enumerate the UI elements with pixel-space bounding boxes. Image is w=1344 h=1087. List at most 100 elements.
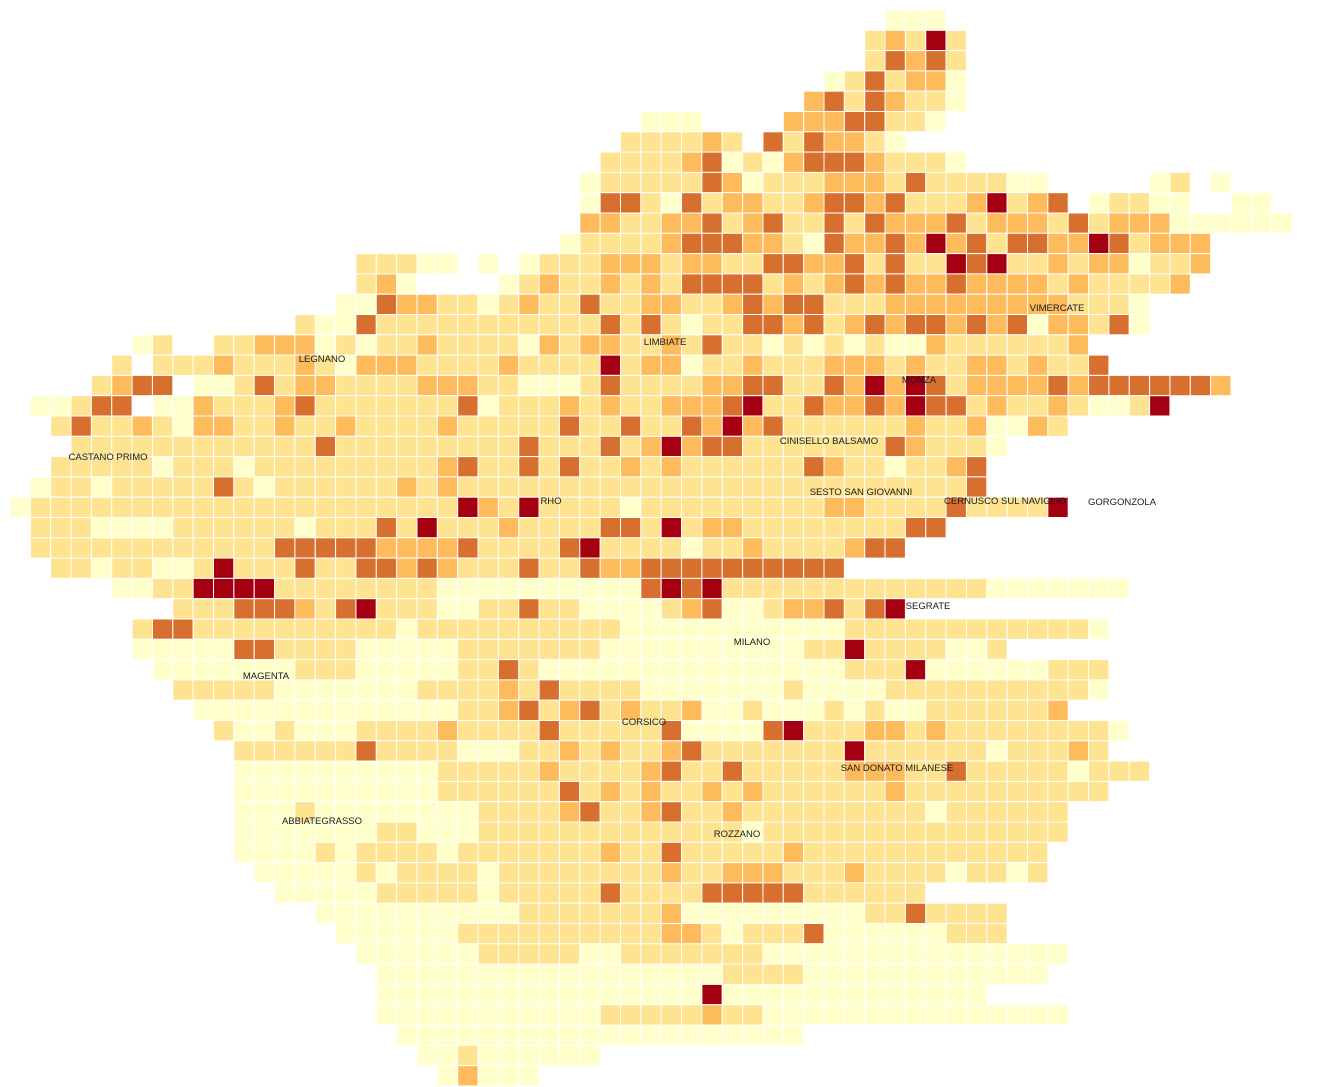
- grid-cell: [192, 537, 214, 559]
- grid-cell: [864, 374, 886, 397]
- grid-cell: [904, 192, 927, 214]
- grid-cell: [620, 577, 642, 600]
- grid-cell: [558, 232, 581, 255]
- grid-cell: [538, 456, 560, 478]
- grid-cell: [843, 679, 866, 701]
- grid-cell: [640, 943, 662, 965]
- grid-cell: [721, 1024, 744, 1046]
- grid-cell: [253, 760, 276, 782]
- grid-cell: [375, 902, 398, 925]
- grid-cell: [111, 395, 133, 417]
- grid-cell: [274, 760, 296, 782]
- grid-cell: [274, 354, 296, 376]
- grid-cell: [904, 1004, 927, 1026]
- grid-cell: [599, 374, 622, 397]
- grid-cell: [294, 577, 316, 600]
- grid-cell: [50, 395, 72, 417]
- grid-cell: [823, 517, 845, 539]
- grid-cell: [701, 1004, 723, 1026]
- grid-cell: [457, 943, 479, 965]
- grid-cell: [762, 963, 784, 985]
- grid-cell: [1088, 618, 1110, 640]
- grid-cell: [701, 253, 723, 275]
- grid-cell: [396, 273, 418, 295]
- grid-cell: [396, 598, 418, 620]
- grid-cell: [172, 395, 194, 417]
- grid-cell: [823, 70, 845, 92]
- grid-cell: [762, 801, 784, 823]
- grid-cell: [396, 253, 418, 275]
- grid-cell: [1047, 720, 1069, 742]
- grid-cell: [477, 557, 499, 579]
- grid-cell: [986, 232, 1008, 255]
- grid-cell: [477, 882, 499, 904]
- grid-cell: [436, 1065, 459, 1087]
- grid-cell: [477, 740, 499, 762]
- grid-cell: [640, 192, 662, 214]
- grid-cell: [762, 679, 784, 701]
- grid-cell: [803, 151, 825, 173]
- grid-cell: [843, 171, 866, 194]
- grid-cell: [233, 496, 255, 519]
- grid-cell: [701, 638, 723, 661]
- grid-cell: [843, 902, 866, 925]
- grid-cell: [721, 476, 744, 498]
- grid-cell: [599, 679, 622, 701]
- grid-cell: [477, 720, 499, 742]
- grid-cell: [518, 1065, 540, 1087]
- grid-cell: [986, 720, 1008, 742]
- grid-cell: [681, 699, 703, 722]
- grid-cell: [904, 212, 927, 234]
- grid-cell: [681, 760, 703, 782]
- grid-cell: [884, 638, 906, 661]
- grid-cell: [762, 192, 784, 214]
- grid-cell: [416, 496, 438, 519]
- grid-cell: [1006, 679, 1029, 701]
- grid-cell: [396, 963, 418, 985]
- city-label: MILANO: [734, 637, 770, 648]
- grid-cell: [1108, 253, 1130, 275]
- grid-cell: [599, 638, 622, 661]
- grid-cell: [823, 557, 845, 579]
- grid-cell: [660, 821, 683, 843]
- grid-cell: [253, 720, 276, 742]
- grid-cell: [294, 882, 316, 904]
- grid-cell: [986, 212, 1008, 234]
- grid-cell: [558, 943, 581, 965]
- grid-cell: [843, 232, 866, 255]
- grid-cell: [945, 192, 967, 214]
- grid-cell: [986, 841, 1008, 864]
- grid-cell: [965, 192, 988, 214]
- grid-cell: [945, 902, 967, 925]
- grid-cell: [762, 334, 784, 356]
- grid-cell: [884, 801, 906, 823]
- grid-cell: [538, 699, 560, 722]
- grid-cell: [518, 496, 540, 519]
- grid-cell: [213, 435, 235, 458]
- grid-cell: [904, 273, 927, 295]
- grid-cell: [742, 780, 764, 803]
- grid-cell: [253, 374, 276, 397]
- grid-cell: [1067, 618, 1090, 640]
- grid-cell: [579, 699, 601, 722]
- grid-cell: [904, 699, 927, 722]
- grid-cell: [1108, 293, 1130, 316]
- grid-cell: [640, 395, 662, 417]
- grid-cell: [823, 273, 845, 295]
- grid-cell: [416, 943, 438, 965]
- grid-cell: [843, 192, 866, 214]
- grid-cell: [660, 983, 683, 1006]
- grid-cell: [701, 740, 723, 762]
- grid-cell: [497, 699, 520, 722]
- grid-cell: [192, 699, 214, 722]
- grid-cell: [904, 90, 927, 112]
- grid-cell: [335, 740, 357, 762]
- grid-cell: [620, 212, 642, 234]
- grid-cell: [904, 801, 927, 823]
- grid-cell: [884, 943, 906, 965]
- grid-cell: [518, 415, 540, 437]
- grid-cell: [660, 618, 683, 640]
- grid-cell: [436, 760, 459, 782]
- grid-cell: [314, 841, 337, 864]
- grid-cell: [1006, 192, 1029, 214]
